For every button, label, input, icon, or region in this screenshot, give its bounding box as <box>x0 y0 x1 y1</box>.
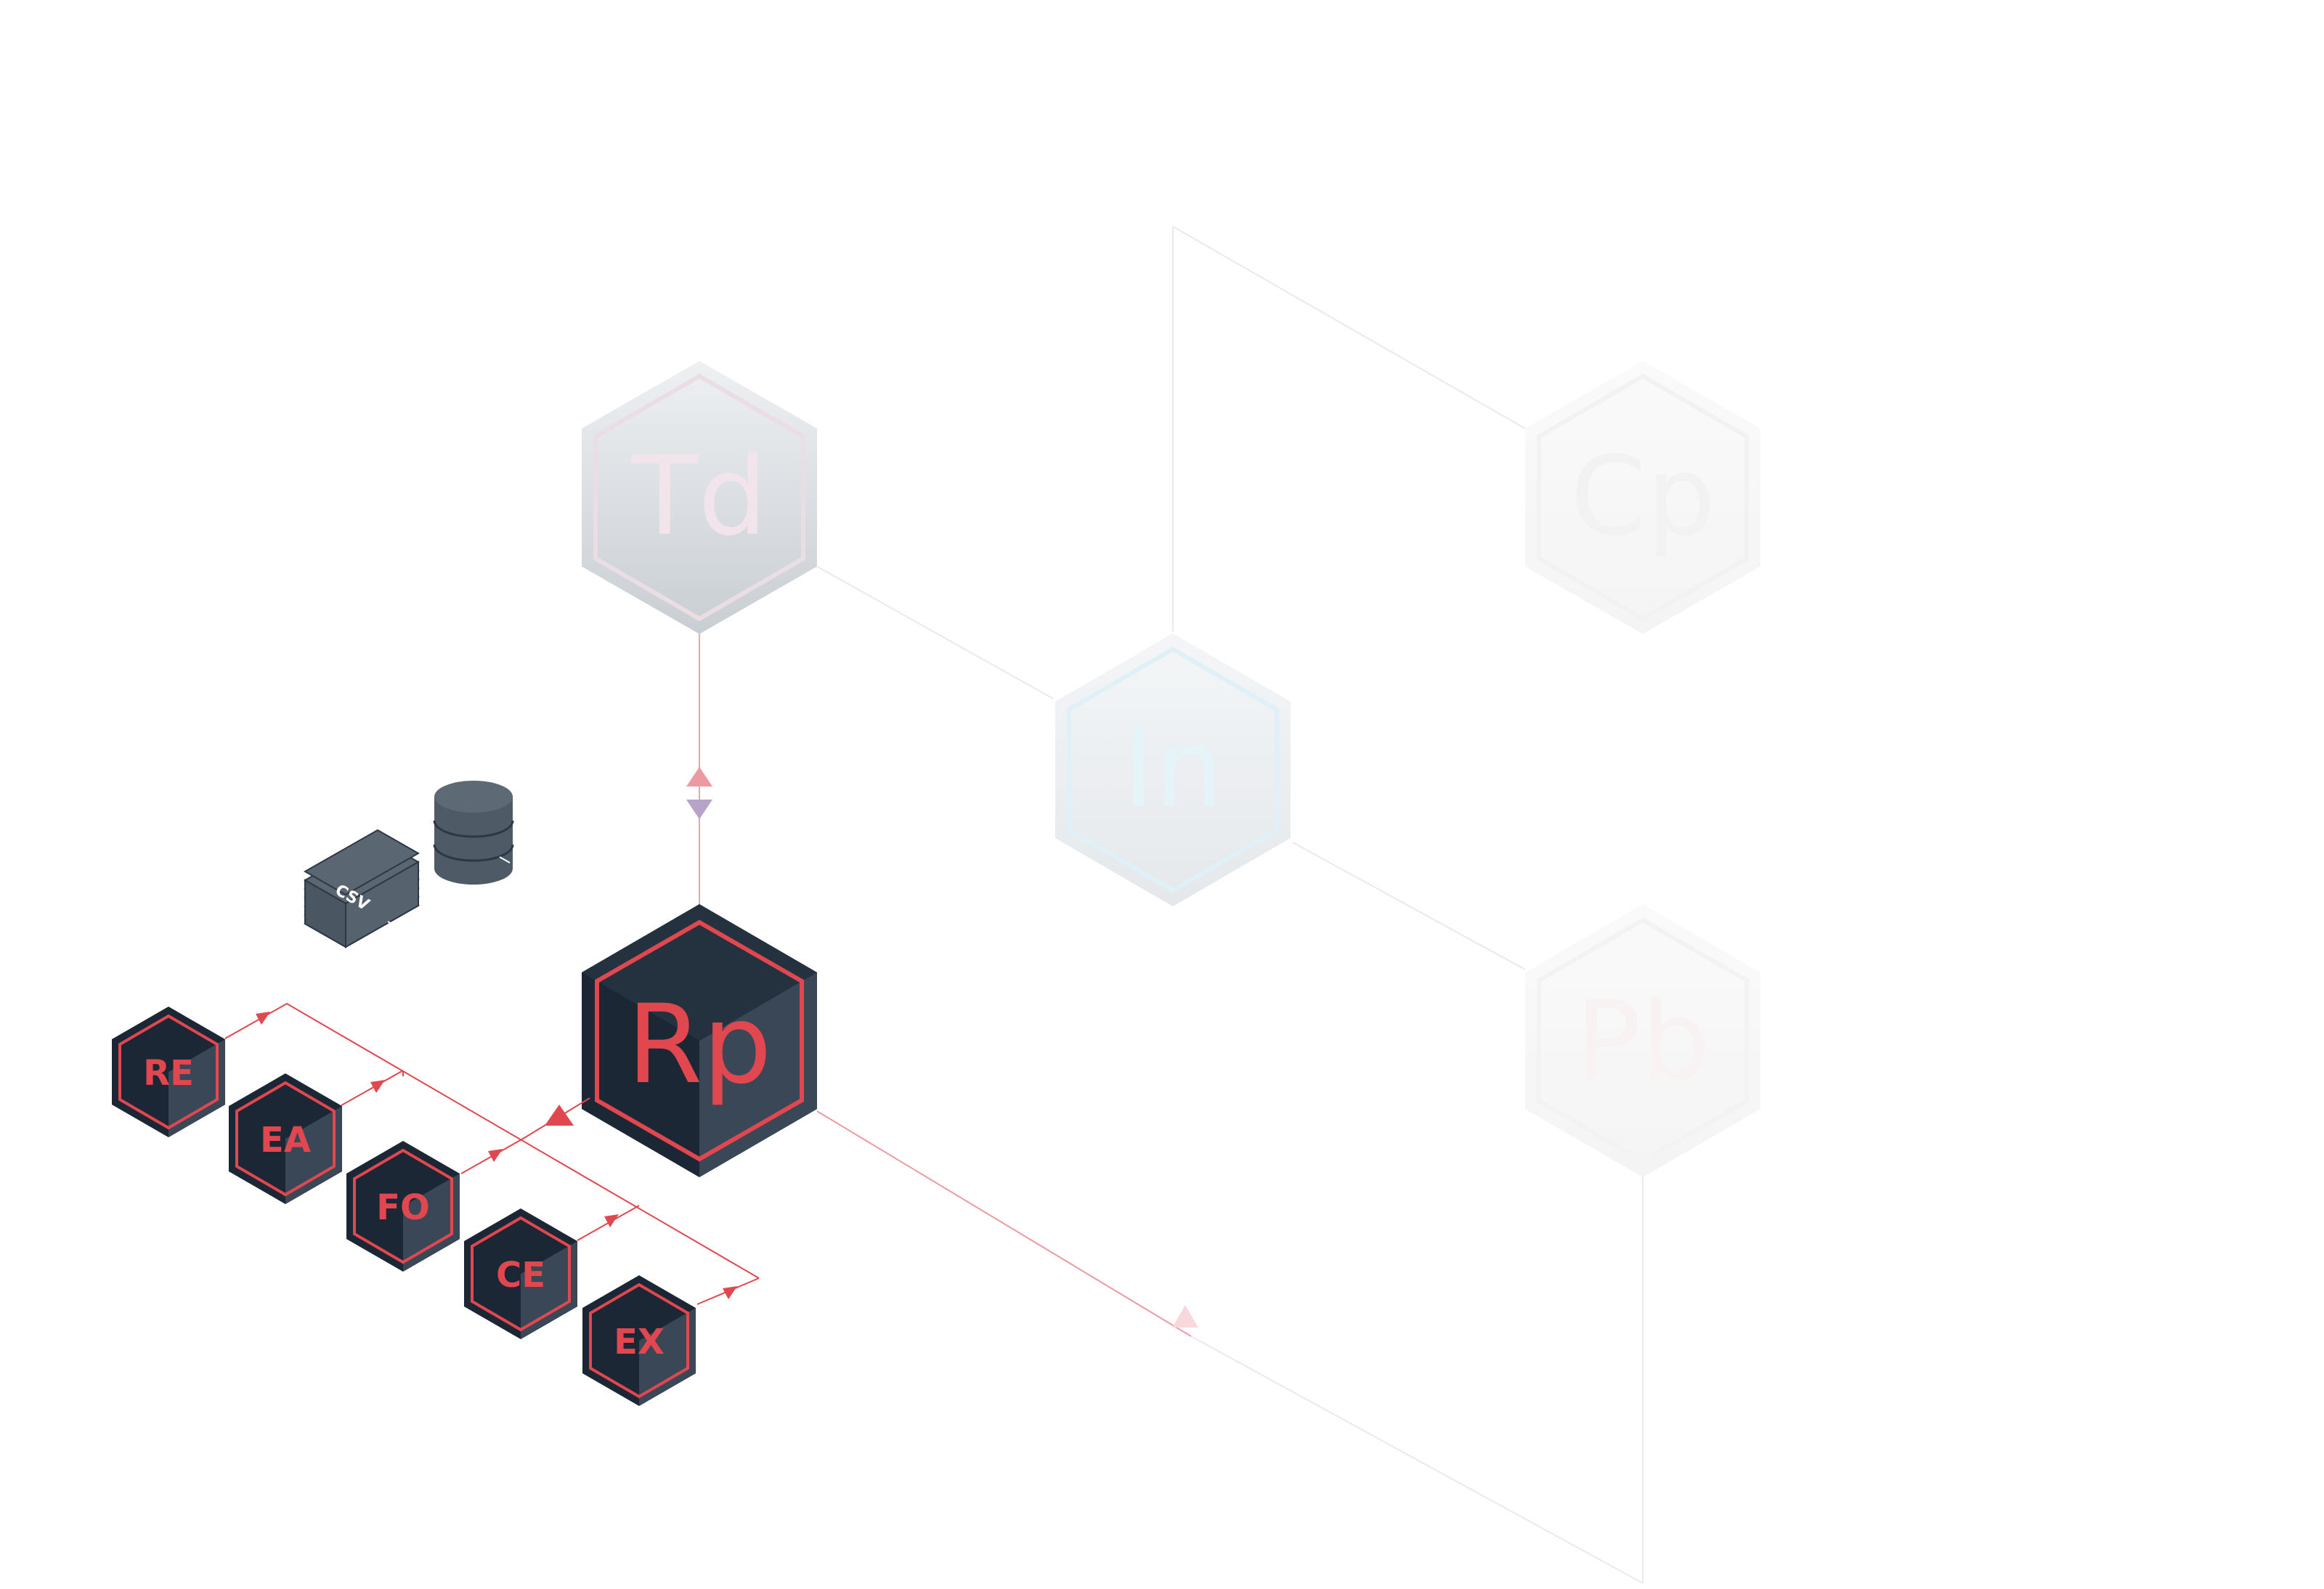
module-re-label: RE <box>143 1053 194 1094</box>
output-arrow <box>1172 1305 1198 1328</box>
pb-label: Pb <box>1575 978 1710 1105</box>
rp-label: Rp <box>627 982 771 1108</box>
module-arrow-re <box>256 1012 270 1025</box>
module-ce[interactable]: CE <box>464 1208 577 1339</box>
module-arrows <box>256 1012 737 1299</box>
module-arrow-rp <box>545 1105 574 1126</box>
module-ea[interactable]: EA <box>229 1073 342 1204</box>
module-fo[interactable]: FO <box>346 1141 460 1272</box>
bus-re <box>224 1002 760 1279</box>
arrow-down <box>686 800 712 819</box>
module-arrow-ex <box>723 1286 737 1299</box>
rp-output-connector <box>816 1110 1198 1337</box>
module-ex[interactable]: EX <box>582 1275 696 1406</box>
module-fo-label: FO <box>376 1187 430 1228</box>
module-arrow-fo <box>488 1149 503 1162</box>
module-arrow-ea <box>370 1080 385 1093</box>
td-label: Td <box>631 434 768 560</box>
module-re[interactable]: RE <box>112 1007 225 1137</box>
csv-file-stack-icon: CSV <box>303 829 420 948</box>
module-ea-label: EA <box>260 1120 311 1161</box>
module-ce-label: CE <box>496 1255 545 1296</box>
connector-top-cp <box>1172 226 1526 429</box>
cp-node[interactable]: Cp <box>1525 361 1760 634</box>
cp-label: Cp <box>1570 434 1715 560</box>
rp-node[interactable]: Rp <box>582 904 817 1177</box>
database-icon <box>433 781 514 885</box>
in-node[interactable]: In <box>1055 633 1291 906</box>
bus-ea <box>341 1070 404 1106</box>
arrow-up <box>686 767 712 787</box>
connector-in-pb <box>1292 842 1526 970</box>
rp-td-connector <box>686 634 712 906</box>
in-label: In <box>1122 706 1223 832</box>
rp-output-line <box>816 1110 1192 1337</box>
connector-bottom-diagonal <box>1190 1336 1644 1584</box>
connector-td-in <box>816 566 1054 699</box>
background-connectors <box>816 226 1644 1584</box>
pb-node[interactable]: Pb <box>1525 904 1760 1177</box>
module-ex-label: EX <box>614 1322 665 1362</box>
bus-fo <box>460 1097 590 1174</box>
module-arrow-ce <box>604 1214 619 1227</box>
td-node[interactable]: Td <box>582 361 817 634</box>
